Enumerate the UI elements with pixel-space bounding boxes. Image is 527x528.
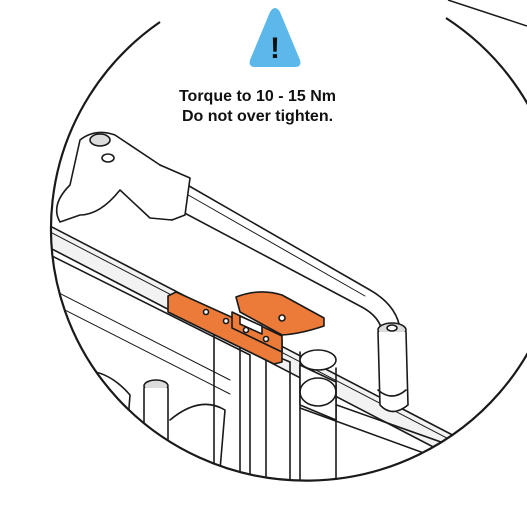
- detail-circle-outline: [49, 17, 527, 482]
- left-bracket: [55, 131, 179, 223]
- torque-instruction: Torque to 10 - 15 Nm: [178, 88, 337, 105]
- corner-frame-line: [447, 0, 527, 27]
- warning-symbol: !: [270, 32, 280, 65]
- lower-rail: [50, 469, 301, 481]
- overtighten-warning: Do not over tighten.: [181, 108, 334, 125]
- center-post: [213, 329, 291, 481]
- warning-triangle-icon: !: [249, 8, 301, 67]
- highlighted-bracket: [167, 291, 325, 365]
